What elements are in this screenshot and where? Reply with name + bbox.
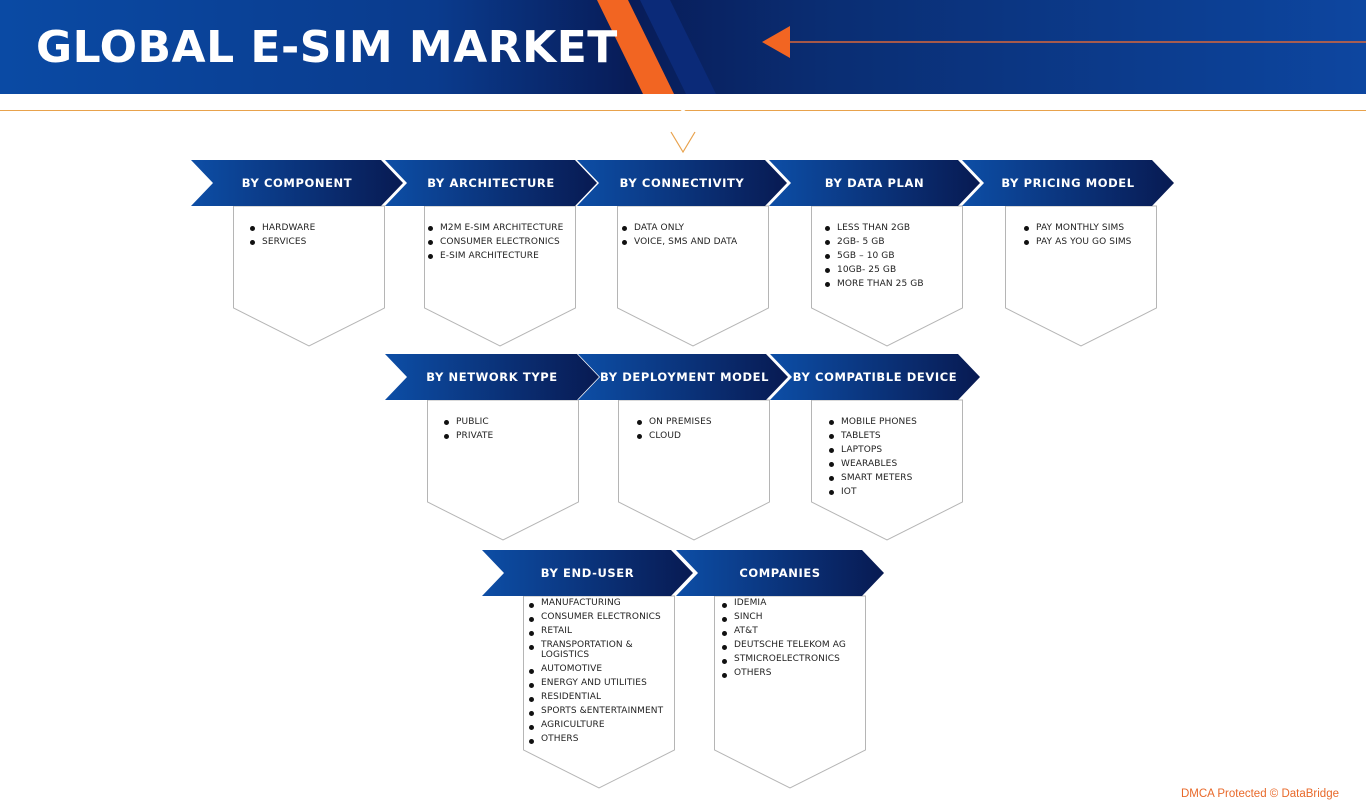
- page-title: GLOBAL E-SIM MARKET: [36, 22, 618, 73]
- chevron-arrow-icon: [385, 354, 599, 400]
- list-item: 5GB – 10 GB: [823, 249, 959, 263]
- list-item: E-SIM ARCHITECTURE: [426, 249, 572, 263]
- segment-header-connectivity: BY CONNECTIVITY: [577, 160, 787, 206]
- list-item: 10GB- 25 GB: [823, 263, 959, 277]
- list-item: STMICROELECTRONICS: [720, 654, 862, 664]
- list-item: MOBILE PHONES: [827, 415, 959, 429]
- list-item: DEUTSCHE TELEKOM AG: [720, 640, 862, 650]
- chevron-arrow-icon: [191, 160, 403, 206]
- segment-list-end-user: MANUFACTURING CONSUMER ELECTRONICS RETAIL T…: [527, 598, 671, 748]
- chevron-arrow-icon: [770, 354, 980, 400]
- list-item: VOICE, SMS AND DATA: [620, 235, 765, 249]
- segment-card-pricing-model: [1005, 205, 1157, 347]
- list-item: CLOUD: [635, 429, 766, 443]
- list-item: PRIVATE: [442, 429, 575, 443]
- segment-title: BY COMPONENT: [241, 176, 353, 190]
- list-item: RESIDENTIAL: [527, 692, 671, 702]
- list-item: SINCH: [720, 612, 862, 622]
- list-item: AT&T: [720, 626, 862, 636]
- list-item: LESS THAN 2GB: [823, 221, 959, 235]
- list-item: PUBLIC: [442, 415, 575, 429]
- list-item: ON PREMISES: [635, 415, 766, 429]
- segment-title: BY NETWORK TYPE: [426, 370, 558, 384]
- list-item: PAY AS YOU GO SIMS: [1022, 235, 1153, 249]
- chevron-down-icon: [660, 94, 706, 154]
- segment-card-component: [233, 205, 385, 347]
- list-item: LAPTOPS: [827, 443, 959, 457]
- list-item: AGRICULTURE: [527, 720, 671, 730]
- segment-header-pricing-model: BY PRICING MODEL: [962, 160, 1174, 206]
- segment-header-companies: COMPANIES: [676, 550, 884, 596]
- segment-card-data-plan: [811, 205, 963, 347]
- segment-card-compatible-device: [811, 399, 963, 541]
- segment-header-data-plan: BY DATA PLAN: [769, 160, 980, 206]
- list-item: CONSUMER ELECTRONICS: [426, 235, 572, 249]
- segment-card-connectivity: [617, 205, 769, 347]
- segment-header-end-user: BY END-USER: [482, 550, 693, 596]
- list-item: MORE THAN 25 GB: [823, 277, 959, 291]
- chevron-arrow-icon: [385, 160, 597, 206]
- list-item: PAY MONTHLY SIMS: [1022, 221, 1153, 235]
- list-item: IDEMIA: [720, 598, 862, 608]
- chevron-arrow-icon: [578, 354, 788, 400]
- list-item: MANUFACTURING: [527, 598, 671, 608]
- chevron-arrow-icon: [769, 160, 980, 206]
- list-item: SERVICES: [248, 235, 381, 249]
- list-item: AUTOMOTIVE: [527, 664, 671, 674]
- list-item: SPORTS &ENTERTAINMENT: [527, 706, 671, 716]
- segment-title: BY DEPLOYMENT MODEL: [600, 370, 770, 384]
- chevron-arrow-icon: [962, 160, 1174, 206]
- segment-title: BY CONNECTIVITY: [619, 176, 745, 190]
- list-item: ENERGY AND UTILITIES: [527, 678, 671, 688]
- segment-header-network-type: BY NETWORK TYPE: [385, 354, 599, 400]
- list-item: OTHERS: [527, 734, 671, 744]
- segment-title: BY PRICING MODEL: [1001, 176, 1135, 190]
- list-item: CONSUMER ELECTRONICS: [527, 612, 671, 622]
- list-item: OTHERS: [720, 668, 862, 678]
- segment-title: BY DATA PLAN: [824, 176, 925, 190]
- segment-card-architecture: [424, 205, 576, 347]
- chevron-arrow-icon: [577, 160, 787, 206]
- segment-title: BY ARCHITECTURE: [427, 176, 555, 190]
- arrow-left-icon: [762, 26, 790, 58]
- header-banner: GLOBAL E-SIM MARKET: [0, 0, 1366, 94]
- segment-header-compatible-device: BY COMPATIBLE DEVICE: [770, 354, 980, 400]
- segment-title: COMPANIES: [739, 566, 821, 580]
- chevron-arrow-icon: [676, 550, 884, 596]
- segment-card-end-user: [523, 595, 675, 789]
- list-item: DATA ONLY: [620, 221, 765, 235]
- list-item: IOT: [827, 485, 959, 499]
- segment-header-architecture: BY ARCHITECTURE: [385, 160, 597, 206]
- list-item: M2M E-SIM ARCHITECTURE: [426, 221, 572, 235]
- segment-card-deployment-model: [618, 399, 770, 541]
- segment-header-deployment-model: BY DEPLOYMENT MODEL: [578, 354, 788, 400]
- segment-title: BY COMPATIBLE DEVICE: [792, 370, 958, 384]
- list-item: HARDWARE: [248, 221, 381, 235]
- segment-title: BY END-USER: [540, 566, 635, 580]
- header-decoration: [597, 0, 1366, 94]
- list-item: WEARABLES: [827, 457, 959, 471]
- segment-header-component: BY COMPONENT: [191, 160, 403, 206]
- list-item: TRANSPORTATION & LOGISTICS: [527, 640, 671, 660]
- segment-card-network-type: [427, 399, 579, 541]
- list-item: RETAIL: [527, 626, 671, 636]
- segment-card-companies: [714, 595, 866, 789]
- footer-note: DMCA Protected © DataBridge: [1180, 788, 1339, 800]
- list-item: SMART METERS: [827, 471, 959, 485]
- chevron-arrow-icon: [482, 550, 693, 596]
- segment-list-companies: IDEMIA SINCH AT&T DEUTSCHE TELEKOM AG STMICR…: [720, 598, 862, 682]
- list-item: TABLETS: [827, 429, 959, 443]
- list-item: 2GB- 5 GB: [823, 235, 959, 249]
